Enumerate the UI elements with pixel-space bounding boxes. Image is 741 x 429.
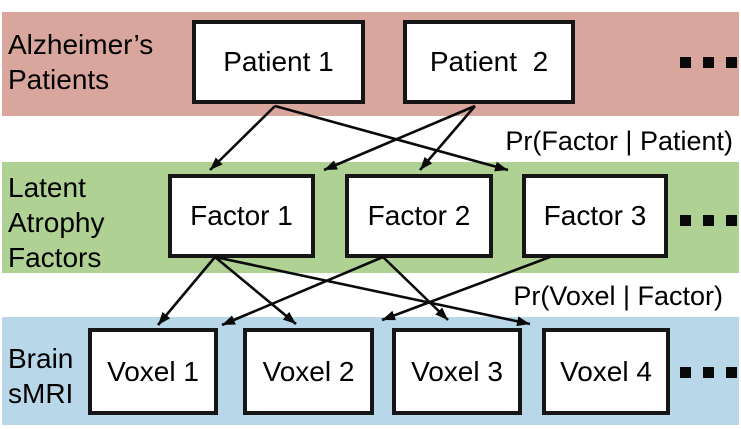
factor-3-box: Factor 3 [522,174,668,258]
label-brain-smri: Brain sMRI [8,341,73,411]
patient-2-label: Patient 2 [429,46,549,77]
band-alzheimers-patients [2,12,739,116]
voxel-3-label: Voxel 3 [411,355,503,387]
ellipsis-icon [680,215,737,226]
voxel-4-box: Voxel 4 [542,328,670,415]
factor-1-label: Factor 1 [190,200,293,231]
voxel-1-box: Voxel 1 [88,328,218,415]
label-line: Latent [8,172,86,203]
label-line: sMRI [8,378,74,409]
label-line: Brain [8,343,74,374]
voxel-2-box: Voxel 2 [243,328,374,415]
factor-2-label: Factor 2 [367,200,471,231]
patient-2-box: Patient 2 [403,20,575,104]
ellipsis-icon [680,367,737,378]
label-line: Alzheimer’s [8,29,154,60]
label-alzheimers-patients: Alzheimer’s Patients [8,27,153,97]
patient-1-label: Patient 1 [223,46,334,77]
voxel-2-label: Voxel 2 [262,355,355,387]
ellipsis-icon [680,57,737,68]
label-line: Atrophy [8,207,105,238]
voxel-4-label: Voxel 4 [560,355,652,387]
pr-voxel-given-factor-label: Pr(Voxel | Factor) [513,281,723,311]
factor-2-box: Factor 2 [345,174,493,258]
patient-1-box: Patient 1 [192,20,365,104]
label-line: Patients [8,64,110,95]
voxel-1-label: Voxel 1 [107,355,199,387]
factor-3-label: Factor 3 [543,200,647,231]
label-line: Factors [8,242,102,273]
factor-1-box: Factor 1 [168,174,315,258]
pr-factor-given-patient-label: Pr(Factor | Patient) [505,126,733,156]
voxel-3-box: Voxel 3 [392,328,522,415]
label-latent-atrophy-factors: Latent Atrophy Factors [8,170,105,275]
